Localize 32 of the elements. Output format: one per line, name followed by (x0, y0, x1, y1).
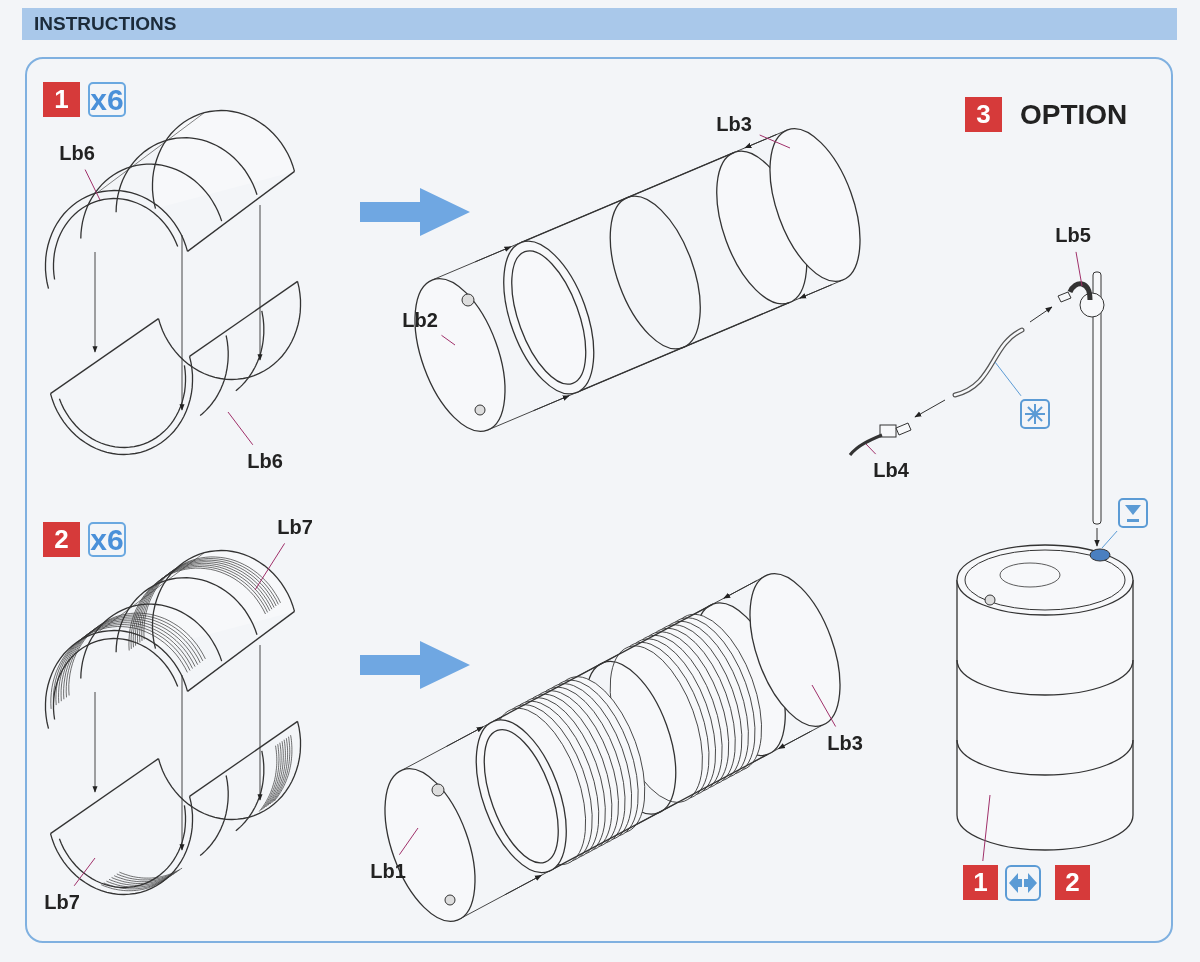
part-label: Lb6 (243, 448, 287, 474)
part-label: Lb4 (869, 457, 913, 483)
step-number: 1 (963, 865, 998, 900)
leader-line (73, 857, 96, 887)
part-label: Lb7 (273, 514, 317, 540)
leader-line (398, 827, 419, 856)
leader-line (1101, 530, 1118, 549)
part-label: Lb3 (712, 111, 756, 137)
leader-line (811, 684, 837, 727)
step-number: 2 (43, 522, 80, 557)
funnel-icon (1118, 498, 1148, 528)
leader-line (441, 334, 456, 346)
leader-line (254, 542, 286, 591)
leader-line (227, 411, 254, 446)
leader-line (982, 794, 991, 862)
step-title: OPTION (1020, 98, 1129, 132)
part-label: Lb5 (1051, 222, 1095, 248)
leader-line (84, 169, 101, 201)
part-label: Lb7 (40, 889, 84, 915)
step-number: 3 (965, 97, 1002, 132)
leader-line (759, 134, 791, 149)
part-label: Lb3 (823, 730, 867, 756)
leader-line (994, 361, 1022, 397)
part-label: Lb6 (55, 140, 99, 166)
step-number: 1 (43, 82, 80, 117)
quantity-label: x6 (88, 82, 126, 117)
leader-line (865, 443, 877, 455)
quantity-label: x6 (88, 522, 126, 557)
asterisk-icon (1020, 399, 1050, 429)
leader-line (1075, 251, 1083, 287)
title: INSTRUCTIONS (34, 12, 178, 36)
step-number: 2 (1055, 865, 1090, 900)
